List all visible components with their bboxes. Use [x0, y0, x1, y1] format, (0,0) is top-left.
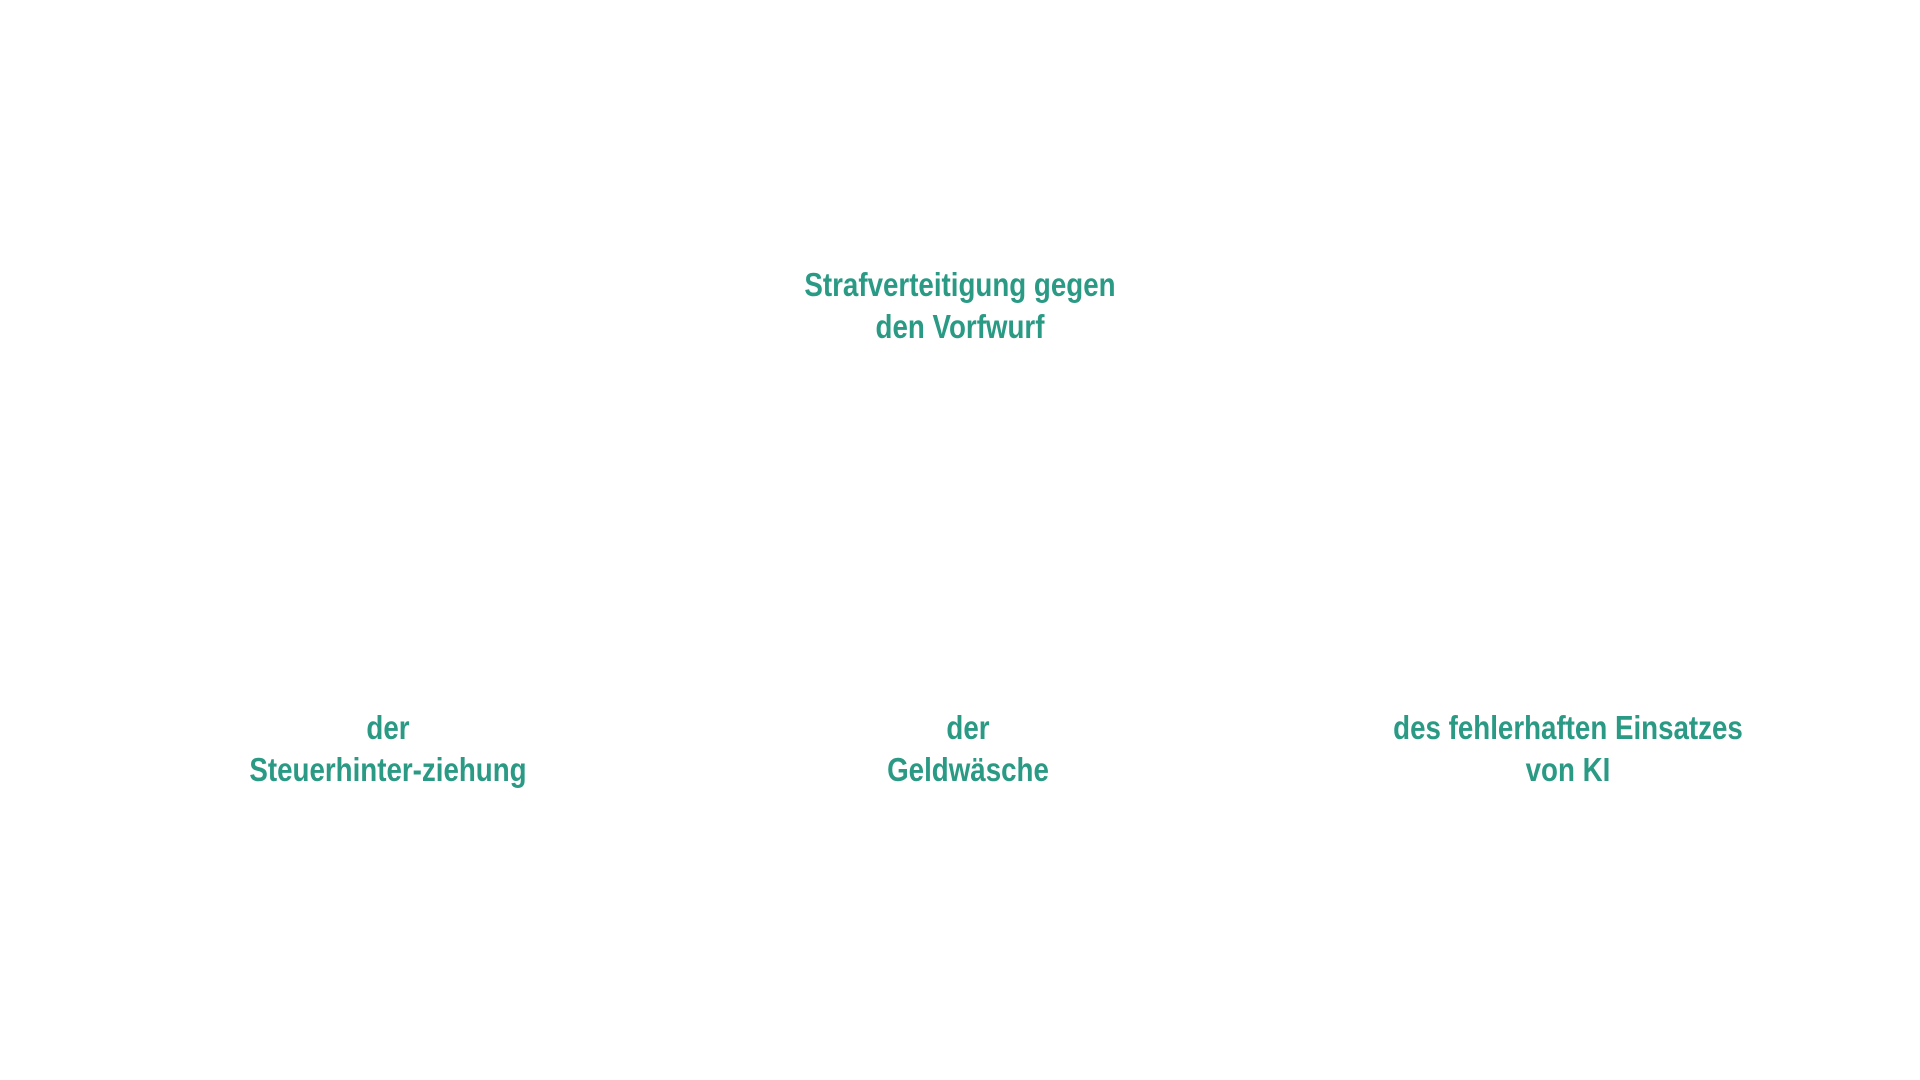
- child-node-line-2: von KI: [1525, 751, 1611, 788]
- child-node-line-1: des fehlerhaften Einsatzes: [1393, 709, 1743, 746]
- child-node-tax-evasion: der Steuerhinter-ziehung: [136, 707, 640, 791]
- child-node-money-laundering: der Geldwäsche: [716, 707, 1220, 791]
- root-node-line-2: den Vorfwurf: [875, 308, 1045, 345]
- child-node-line-2: Geldwäsche: [887, 751, 1049, 788]
- root-node: Strafverteitigung gegen den Vorfwurf: [708, 264, 1212, 348]
- child-node-line-1: der: [366, 709, 410, 746]
- root-node-line-1: Strafverteitigung gegen: [804, 266, 1116, 303]
- child-node-line-1: der: [946, 709, 990, 746]
- child-node-ai-misuse: des fehlerhaften Einsatzes von KI: [1316, 707, 1820, 791]
- child-node-line-2: Steuerhinter-ziehung: [249, 751, 527, 788]
